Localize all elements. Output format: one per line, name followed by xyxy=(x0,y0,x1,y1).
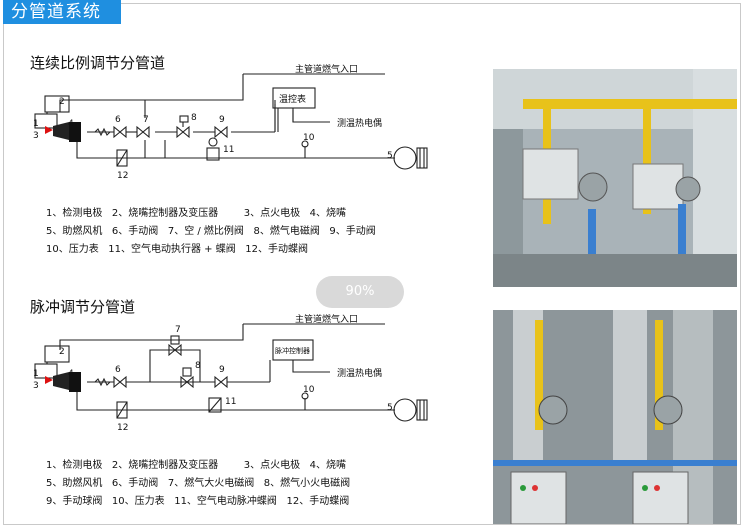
section2-num-7: 7 xyxy=(175,325,181,335)
s2-legend-8: 8、燃气小火电磁阀 xyxy=(263,478,351,489)
section2-num-11: 11 xyxy=(225,397,236,407)
s2-legend-2: 2、烧嘴控制器及变压器 xyxy=(111,460,219,471)
page-title: 分管道系统 xyxy=(3,0,121,24)
section1-thermocouple-label: 测温热电偶 xyxy=(337,117,382,129)
s1-legend-11: 11、空气电动执行器 + 蝶阀 xyxy=(108,244,236,255)
section2-num-2: 2 xyxy=(59,347,65,357)
section1-num-10: 10 xyxy=(303,133,315,143)
section2-num-10: 10 xyxy=(303,385,315,395)
s2-legend-6: 6、手动阀 xyxy=(111,478,159,489)
section2-num-3: 3 xyxy=(33,381,39,391)
section2-num-4: 4 xyxy=(68,369,74,379)
section1-num-9: 9 xyxy=(219,115,225,125)
s1-legend-12: 12、手动蝶阀 xyxy=(245,244,309,255)
section2-num-5: 5 xyxy=(387,403,393,413)
s2-legend-1: 1、检测电极 xyxy=(46,460,103,471)
section1-num-1: 1 xyxy=(33,119,39,129)
section1-num-11: 11 xyxy=(223,145,234,155)
s1-legend-8: 8、燃气电磁阀 xyxy=(253,226,320,237)
section2-num-9: 9 xyxy=(219,365,225,375)
section1-controller-label: 温控表 xyxy=(279,93,306,105)
s2-legend-11: 11、空气电动脉冲蝶阀 xyxy=(174,496,277,507)
s1-legend-1: 1、检测电极 xyxy=(46,208,103,219)
section1-diagram: 2 1 3 4 6 7 8 9 10 11 12 5 主管道燃气入口 温控表 测… xyxy=(33,63,428,181)
section1-main-gas-label: 主管道燃气入口 xyxy=(295,63,358,75)
section1-num-4: 4 xyxy=(68,119,74,129)
section2-thermocouple-label: 测温热电偶 xyxy=(337,367,382,379)
section2-num-6: 6 xyxy=(115,365,121,375)
s2-legend-5: 5、助燃风机 xyxy=(46,478,103,489)
section1-title: 连续比例调节分管道 xyxy=(30,54,166,72)
s1-legend-9: 9、手动阀 xyxy=(329,226,376,237)
section1-num-3: 3 xyxy=(33,131,39,141)
section2-num-8: 8 xyxy=(195,361,201,371)
section1-num-5: 5 xyxy=(387,151,393,161)
s2-legend-7: 7、燃气大火电磁阀 xyxy=(167,478,255,489)
section1-num-2: 2 xyxy=(59,97,65,107)
s2-legend-9: 9、手动球阀 xyxy=(46,496,103,507)
progress-overlay: 90% xyxy=(316,276,404,308)
section2-controller-label: 脉冲控制器 xyxy=(275,346,310,355)
s2-legend-3: 3、点火电极 xyxy=(243,460,301,471)
photo-pulse-pipeline xyxy=(493,310,737,524)
s1-legend-10: 10、压力表 xyxy=(46,244,99,255)
s1-legend-6: 6、手动阀 xyxy=(111,226,159,237)
section2-num-1: 1 xyxy=(33,369,39,379)
s1-legend-7: 7、空 / 燃比例阀 xyxy=(167,226,244,237)
page-frame xyxy=(3,3,741,525)
photo-continuous-pipeline xyxy=(493,69,737,287)
s1-legend-4: 4、烧嘴 xyxy=(309,208,347,219)
section1-num-6: 6 xyxy=(115,115,121,125)
s2-legend-12: 12、手动蝶阀 xyxy=(286,496,350,507)
section1-num-12: 12 xyxy=(117,171,128,181)
section2-title: 脉冲调节分管道 xyxy=(30,298,136,316)
s1-legend-2: 2、烧嘴控制器及变压器 xyxy=(111,208,219,219)
s1-legend-5: 5、助燃风机 xyxy=(46,226,103,237)
s2-legend-10: 10、压力表 xyxy=(111,496,165,507)
section2-main-gas-label: 主管道燃气入口 xyxy=(295,313,358,325)
s2-legend-4: 4、烧嘴 xyxy=(309,460,347,471)
section2-diagram: 2 1 3 4 6 7 8 9 10 11 12 5 主管道燃气入口 脉冲控制器… xyxy=(33,313,428,433)
section1-num-8: 8 xyxy=(191,113,197,123)
section1-num-7: 7 xyxy=(143,115,149,125)
section2-num-12: 12 xyxy=(117,423,128,433)
s1-legend-3: 3、点火电极 xyxy=(243,208,301,219)
